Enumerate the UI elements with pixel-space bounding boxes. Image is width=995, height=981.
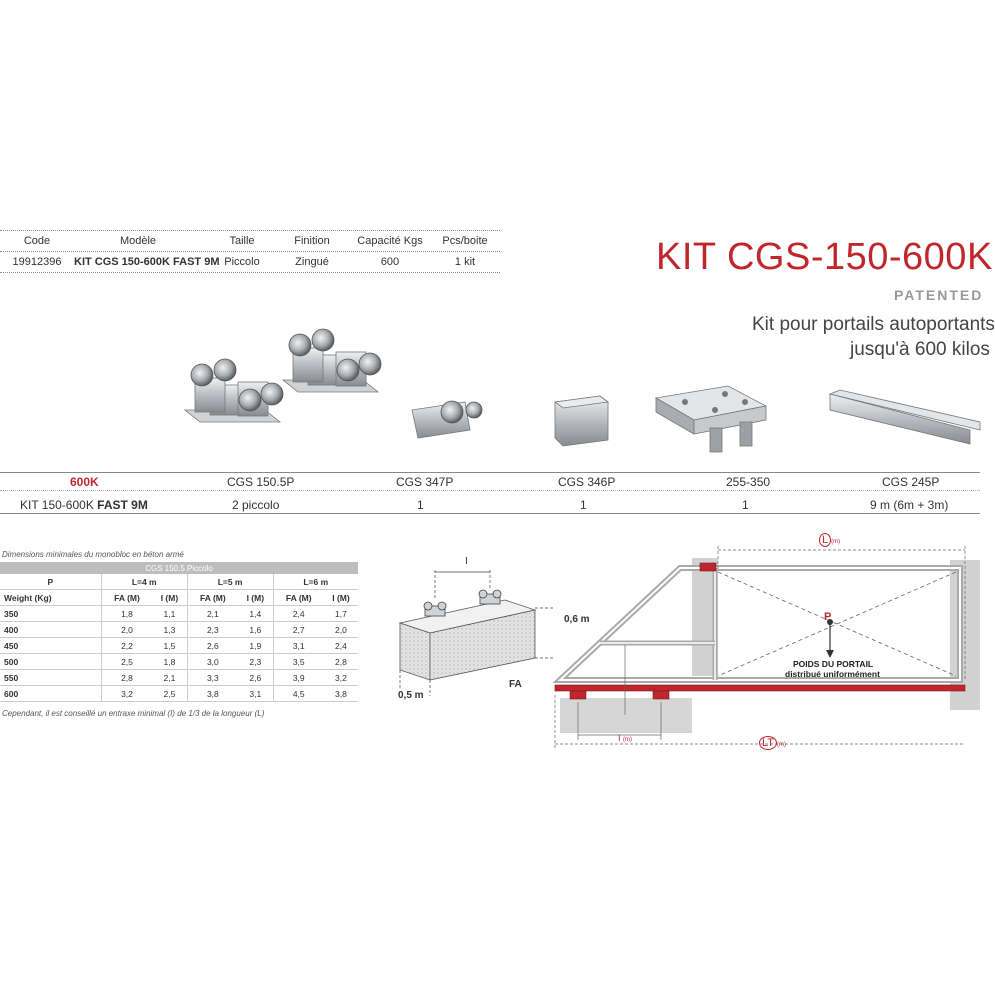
gate-p-label: P	[824, 611, 832, 623]
gate-diagram	[552, 546, 980, 750]
spec-finish: Zingué	[295, 256, 329, 268]
dim-group-l6: L=6 m	[272, 574, 358, 590]
spec-header-size: Taille	[229, 235, 255, 247]
spec-model: KIT CGS 150-600K FAST 9M	[74, 256, 220, 268]
block-fa-label: FA	[509, 679, 522, 690]
product-title: KIT CGS-150-600K	[656, 236, 993, 278]
kit-qty-plate: 1	[742, 497, 749, 512]
dim-group-p: P	[0, 574, 102, 590]
block-diagram	[398, 570, 555, 696]
end-roller-image	[411, 400, 483, 439]
spec-header-capacity: Capacité Kgs	[357, 235, 423, 247]
kit-name: KIT 150-600K FAST 9M	[20, 497, 148, 512]
gate-lt-label: LT(m)	[759, 736, 786, 750]
block-l-label: I	[465, 556, 468, 567]
kit-ref-carriage: CGS 150.5P	[227, 474, 295, 489]
spec-header-model: Modèle	[119, 235, 157, 247]
kit-quantities-row: KIT 150-600K FAST 9M 2 piccolo 1 1 1 9 m…	[0, 496, 980, 514]
kit-qty-rail: 9 m (6m + 3m)	[870, 497, 949, 512]
spec-header-code: Code	[23, 235, 51, 247]
kit-ref-end-roller: CGS 347P	[396, 474, 454, 489]
spec-header-pcs: Pcs/boite	[442, 235, 488, 247]
patent-label: PATENTED	[894, 287, 984, 303]
dim-group-l4: L=4 m	[100, 574, 188, 590]
kit-qty-carriage: 2 piccolo	[232, 497, 280, 512]
end-cap-image	[553, 395, 610, 447]
product-images	[183, 328, 981, 453]
dim-sub-fa: FA (M)	[272, 589, 324, 606]
dim-sub-i: I (M)	[152, 589, 188, 606]
dim-sub-i: I (M)	[323, 589, 358, 606]
dim-band: CGS 150.5 Piccolo	[0, 562, 358, 574]
gate-weight-line1: POIDS DU PORTAIL	[793, 659, 874, 669]
kit-ref-end-cap: CGS 346P	[558, 474, 616, 489]
kit-references-row: 600K CGS 150.5P CGS 347P CGS 346P 255-35…	[0, 472, 980, 491]
block-width-label: 0,5 m	[398, 690, 424, 701]
spec-table: Code Modèle Taille Finition Capacité Kgs…	[0, 230, 500, 273]
dimension-table: CGS 150.5 Piccolo P L=4 m L=5 m L=6 m We…	[0, 562, 358, 702]
kit-ref-plate: 255-350	[726, 474, 771, 489]
block-height-label: 0,6 m	[564, 614, 590, 625]
bracket-plate-image	[654, 385, 768, 453]
kit-ref-rail: CGS 245P	[882, 474, 940, 489]
dim-sub-weight: Weight (Kg)	[0, 589, 102, 606]
carriage-image-1	[183, 358, 284, 423]
rail-image	[828, 389, 981, 445]
spec-value-row: 19912396 KIT CGS 150-600K FAST 9M Piccol…	[0, 252, 500, 273]
dim-sub-fa: FA (M)	[100, 589, 153, 606]
dim-sub-fa: FA (M)	[186, 589, 239, 606]
spec-header-row: Code Modèle Taille Finition Capacité Kgs…	[0, 230, 500, 252]
gate-weight-line2: distribué uniformément	[785, 669, 880, 679]
kit-qty-end-roller: 1	[417, 497, 424, 512]
spec-header-finish: Finition	[294, 235, 330, 247]
subtitle-line-2: jusqu'à 600 kilos	[850, 339, 990, 360]
dim-footnote: Cependant, il est conseillé un entraxe m…	[2, 709, 265, 718]
spec-capacity: 600	[380, 256, 400, 268]
kit-qty-end-cap: 1	[580, 497, 587, 512]
dim-group-l5: L=5 m	[186, 574, 274, 590]
spec-code: 19912396	[12, 256, 62, 268]
gate-l-label: L(m)	[819, 533, 840, 547]
carriage-image-2	[281, 328, 382, 393]
dim-caption: Dimensions minimales du monobloc en béto…	[2, 550, 184, 559]
subtitle-line-1: Kit pour portails autoportants	[752, 314, 995, 335]
spec-pcs: 1 kit	[454, 256, 476, 268]
spec-size: Piccolo	[224, 256, 260, 268]
gate-i-label: I (m)	[618, 733, 633, 743]
kit-capacity-label: 600K	[70, 474, 99, 489]
dim-sub-i: I (M)	[238, 589, 274, 606]
